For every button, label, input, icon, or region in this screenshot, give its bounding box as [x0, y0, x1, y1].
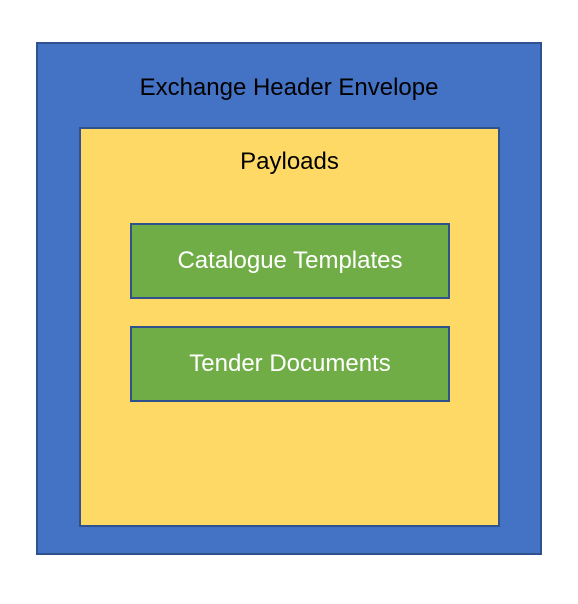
tender-documents-label: Tender Documents [189, 350, 391, 377]
payloads-label: Payloads [240, 148, 339, 175]
catalogue-templates-box: Catalogue Templates [130, 223, 450, 299]
catalogue-templates-label: Catalogue Templates [177, 247, 403, 274]
envelope-label: Exchange Header Envelope [139, 74, 439, 101]
tender-documents-box: Tender Documents [130, 326, 450, 402]
